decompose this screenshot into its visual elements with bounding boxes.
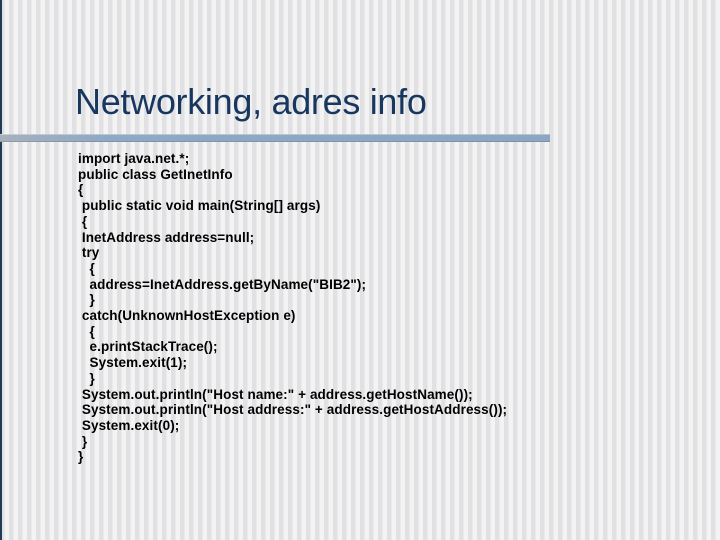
code-line: { bbox=[78, 323, 95, 339]
code-line: System.out.println("Host address:" + add… bbox=[78, 402, 508, 418]
code-line: import java.net.*; bbox=[78, 151, 190, 166]
code-line: { bbox=[78, 182, 84, 198]
code-line: public class GetInetInfo bbox=[78, 166, 233, 182]
code-line: InetAddress address=null; bbox=[78, 229, 255, 245]
code-block: import java.net.*;public class GetInetIn… bbox=[78, 151, 507, 465]
code-line: address=InetAddress.getByName("BIB2"); bbox=[78, 276, 367, 292]
code-line: { bbox=[78, 213, 88, 229]
code-line: } bbox=[78, 433, 88, 449]
code-line: System.out.println("Host name:" + addres… bbox=[78, 386, 473, 402]
slide-title: Networking, adres info bbox=[75, 81, 427, 122]
code-line: } bbox=[78, 449, 84, 465]
code-line: } bbox=[78, 370, 95, 386]
code-line: public static void main(String[] args) bbox=[78, 198, 321, 214]
left-edge-line bbox=[0, 0, 2, 540]
code-line: try bbox=[78, 245, 100, 261]
title-divider-bar bbox=[0, 134, 550, 142]
code-line: System.exit(0); bbox=[78, 417, 180, 433]
code-line: catch(UnknownHostException e) bbox=[78, 308, 296, 324]
code-line: } bbox=[78, 292, 95, 308]
code-line: e.printStackTrace(); bbox=[78, 339, 218, 355]
code-line: System.exit(1); bbox=[78, 355, 188, 371]
code-line: { bbox=[78, 260, 95, 276]
